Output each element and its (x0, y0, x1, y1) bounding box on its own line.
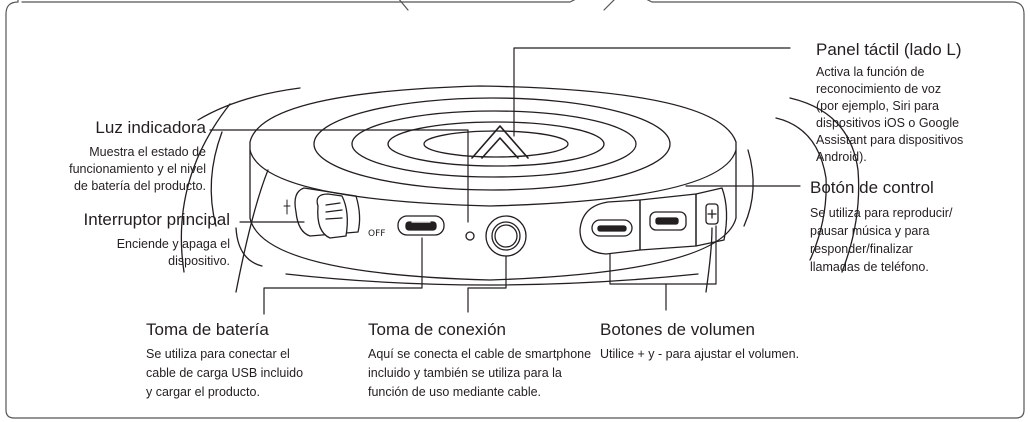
frame-border (5, 0, 1025, 419)
interruptor-title: Interruptor principal (83, 210, 230, 229)
luz-indicadora-desc: Muestra el estado de funcionamiento y el… (69, 145, 206, 193)
panel-tactil-title: Panel táctil (lado L) (816, 40, 962, 59)
battery-jack (397, 215, 445, 236)
switch-off-label: OFF (368, 229, 385, 239)
toma-bateria-desc: Se utiliza para conectar el cable de car… (146, 347, 304, 399)
toma-conexion-callout: Toma de conexión Aquí se conecta el cabl… (368, 320, 591, 402)
panel-tactil-callout: Panel táctil (lado L) Activa la función … (816, 40, 963, 166)
earcup (235, 85, 737, 286)
botones-volumen-callout: Botones de volumen Utilice + y - para aj… (600, 320, 799, 364)
boton-control-desc: Se utiliza para reproducir/ pausar músic… (810, 206, 953, 274)
botones-volumen-desc: Utilice + y - para ajustar el volumen. (600, 347, 800, 361)
toma-bateria-callout: Toma de batería Se utiliza para conectar… (146, 320, 303, 402)
botones-volumen-title: Botones de volumen (600, 320, 755, 339)
interruptor-desc: Enciende y apaga el dispositivo. (116, 237, 230, 268)
toma-bateria-title: Toma de batería (146, 320, 269, 339)
connection-jack (485, 215, 527, 257)
indicator-light (465, 231, 475, 241)
power-switch: OFF (283, 187, 385, 239)
boton-control-callout: Botón de control Se utiliza para reprodu… (810, 178, 952, 276)
panel-tactil-desc: Activa la función de reconocimiento de v… (816, 65, 964, 164)
boton-control-title: Botón de control (810, 178, 934, 197)
luz-indicadora-title: Luz indicadora (95, 118, 206, 137)
button-cluster (579, 187, 728, 255)
luz-indicadora-callout: Luz indicadora Muestra el estado de func… (4, 118, 206, 195)
toma-conexion-desc: Aquí se conecta el cable de smartphone i… (368, 347, 592, 399)
toma-conexion-title: Toma de conexión (368, 320, 506, 339)
interruptor-callout: Interruptor principal Enciende y apaga e… (4, 210, 230, 270)
leader-lines (209, 47, 801, 315)
